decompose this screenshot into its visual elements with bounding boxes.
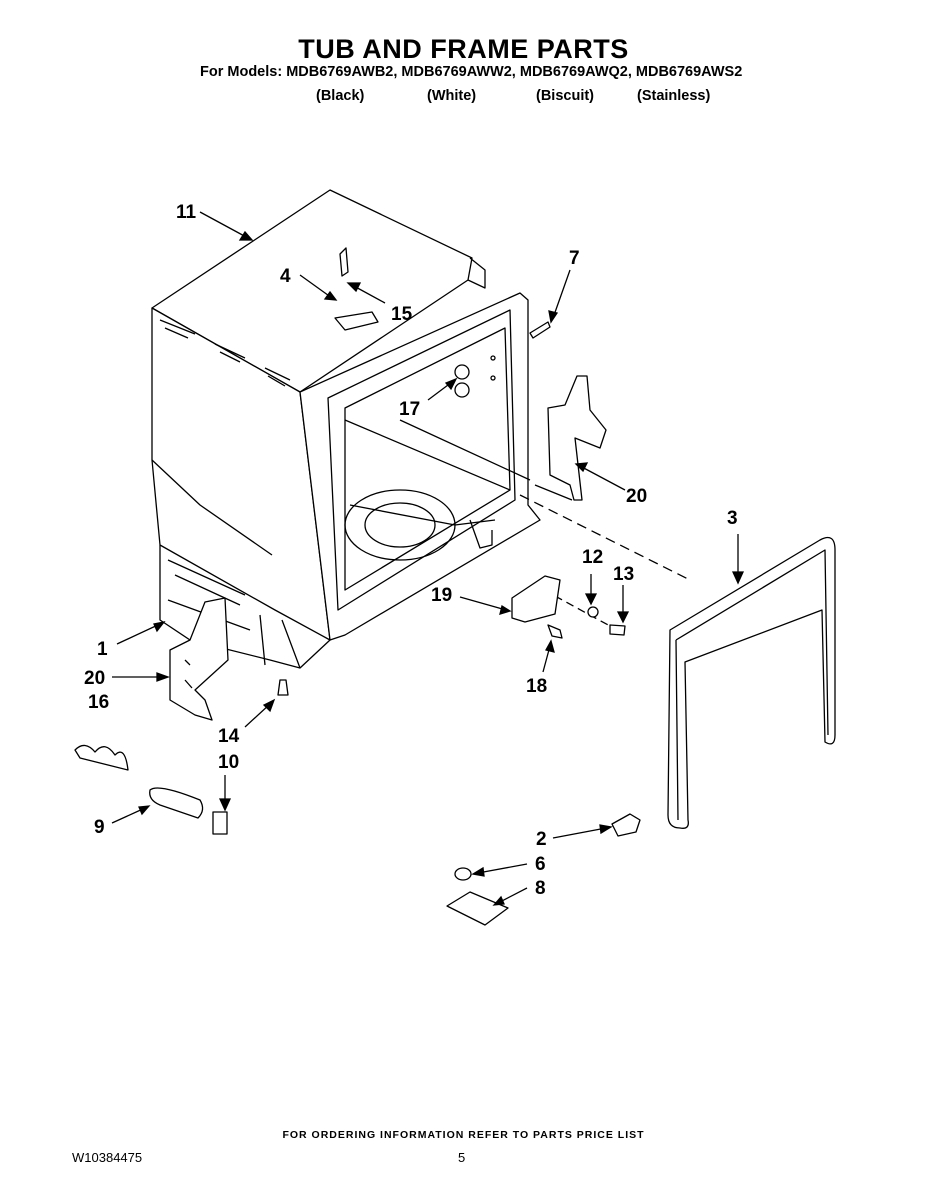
hinge-right bbox=[547, 375, 607, 501]
screw-13 bbox=[609, 624, 626, 636]
washer-12 bbox=[587, 606, 599, 618]
callout-16: 16 bbox=[88, 692, 109, 713]
callout-18: 18 bbox=[526, 676, 547, 697]
callout-7: 7 bbox=[569, 248, 580, 269]
callout-11: 11 bbox=[176, 202, 197, 223]
callout-15: 15 bbox=[391, 304, 413, 325]
callout-2: 2 bbox=[536, 829, 547, 850]
screw-7 bbox=[529, 321, 551, 339]
tub-front-frame bbox=[299, 292, 541, 641]
color-black: (Black) bbox=[316, 88, 365, 104]
screw-14 bbox=[277, 679, 289, 696]
document-number: W10384475 bbox=[72, 1150, 143, 1165]
mounting-screw bbox=[339, 247, 349, 277]
foot-10 bbox=[212, 811, 228, 835]
callout-19: 19 bbox=[431, 585, 452, 606]
grommet-part-top bbox=[454, 364, 470, 380]
clip-2 bbox=[611, 813, 641, 837]
hinge-left bbox=[169, 597, 229, 721]
callout-4: 4 bbox=[280, 266, 291, 287]
callout-8: 8 bbox=[535, 878, 546, 899]
bracket-19 bbox=[511, 575, 561, 623]
callout-1: 1 bbox=[97, 639, 108, 660]
callout-17: 17 bbox=[399, 399, 420, 420]
color-white: (White) bbox=[427, 88, 477, 104]
callout-3: 3 bbox=[727, 508, 738, 529]
callout-10: 10 bbox=[218, 752, 239, 773]
callout-14: 14 bbox=[218, 726, 240, 747]
callout-20-left: 20 bbox=[84, 668, 105, 689]
grommet-6 bbox=[454, 867, 472, 881]
page-title: TUB AND FRAME PARTS bbox=[298, 34, 629, 64]
models-line: For Models: MDB6769AWB2, MDB6769AWW2, MD… bbox=[200, 64, 743, 80]
callout-20-right: 20 bbox=[626, 486, 647, 507]
callout-13: 13 bbox=[613, 564, 634, 585]
color-stainless: (Stainless) bbox=[637, 88, 711, 104]
mounting-bracket bbox=[334, 311, 379, 331]
door-gasket bbox=[667, 536, 836, 829]
callout-9: 9 bbox=[94, 817, 105, 838]
color-biscuit: (Biscuit) bbox=[536, 88, 594, 104]
bracket-8 bbox=[446, 891, 509, 926]
pad-9 bbox=[149, 787, 204, 819]
spring-16 bbox=[74, 744, 129, 771]
screw-18 bbox=[547, 624, 563, 639]
callout-6: 6 bbox=[535, 854, 546, 875]
page-number: 5 bbox=[458, 1150, 466, 1165]
grommet-part-bottom bbox=[454, 382, 470, 398]
ordering-note: FOR ORDERING INFORMATION REFER TO PARTS … bbox=[282, 1129, 645, 1141]
callout-12: 12 bbox=[582, 547, 603, 568]
